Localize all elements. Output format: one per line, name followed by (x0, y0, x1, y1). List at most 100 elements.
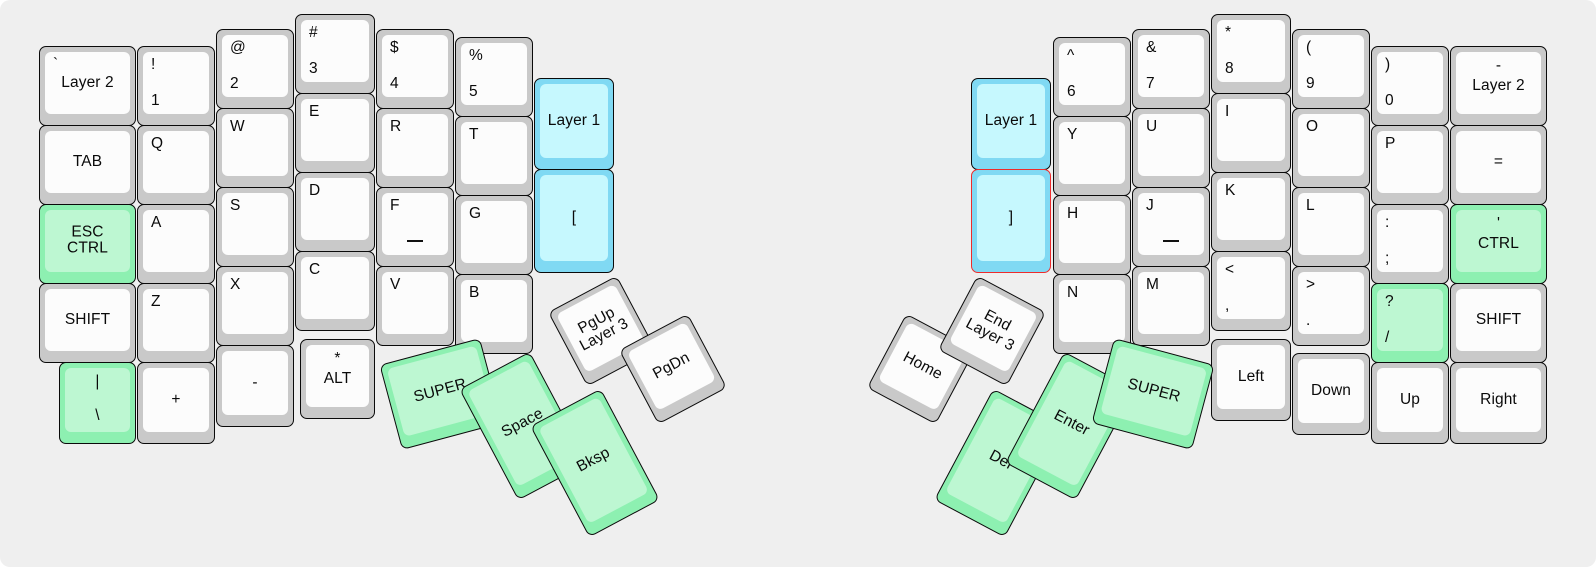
keycap-surface: Down (1298, 359, 1364, 423)
key-legend-top: C (309, 261, 321, 278)
key-r-equal[interactable]: = (1450, 125, 1547, 205)
key-r-right[interactable]: Right (1450, 362, 1547, 444)
keycap-surface: R (382, 114, 448, 176)
key-legend-center: Layer 2 (61, 73, 114, 91)
key-r-j[interactable]: J (1132, 187, 1210, 267)
key-legend-top: Q (151, 135, 164, 152)
key-legend-top: U (1146, 118, 1158, 135)
key-r-quote-ctrl[interactable]: 'CTRL (1450, 204, 1547, 284)
keycap-surface: W (222, 114, 288, 176)
keycap-surface: !1 (143, 52, 209, 114)
key-legend-bottom: 3 (309, 59, 318, 77)
key-r-y[interactable]: Y (1053, 116, 1131, 196)
key-r-rbracket[interactable]: ] (971, 169, 1051, 273)
key-legend-center: ] (1008, 208, 1014, 226)
key-legend-top: X (230, 276, 241, 293)
key-legend-center: [ (571, 208, 577, 226)
key-l-2[interactable]: @2 (216, 29, 294, 109)
key-legend-center: Down (1310, 381, 1352, 399)
key-l-e[interactable]: E (295, 93, 375, 173)
key-legend-bottom: 2 (230, 74, 239, 92)
keycap-surface: %5 (461, 43, 527, 105)
key-l-f[interactable]: F (376, 187, 454, 267)
key-r-o[interactable]: O (1292, 108, 1370, 188)
key-l-g[interactable]: G (455, 195, 533, 275)
key-r-0[interactable]: )0 (1371, 46, 1449, 126)
key-l-lbracket[interactable]: [ (534, 169, 614, 273)
keycap-surface: - (222, 351, 288, 415)
key-legend-top: T (469, 126, 479, 143)
key-r-6[interactable]: ^6 (1053, 37, 1131, 117)
key-legend-top: M (1146, 276, 1160, 293)
key-l-w[interactable]: W (216, 108, 294, 188)
keycap-surface: `Layer 2 (45, 52, 130, 114)
key-legend-bottom: 8 (1225, 59, 1234, 77)
keycap-surface: 'CTRL (1456, 210, 1541, 272)
key-legend-bottom: 0 (1385, 91, 1394, 109)
key-l-layer1[interactable]: Layer 1 (534, 78, 614, 170)
keycap-surface: D (301, 178, 369, 240)
key-l-minus[interactable]: - (216, 345, 294, 427)
key-r-k[interactable]: K (1211, 172, 1291, 252)
key-l-5[interactable]: %5 (455, 37, 533, 117)
key-r-minus-layer2[interactable]: -Layer 2 (1450, 46, 1547, 126)
key-l-3[interactable]: #3 (295, 14, 375, 94)
key-l-q[interactable]: Q (137, 125, 215, 205)
key-legend-top-center: * (334, 350, 341, 367)
keycap-surface: #3 (301, 20, 369, 82)
key-r-8[interactable]: *8 (1211, 14, 1291, 94)
key-legend-top: H (1067, 205, 1079, 222)
key-l-plus[interactable]: + (137, 362, 215, 444)
key-l-v[interactable]: V (376, 266, 454, 346)
key-r-u[interactable]: U (1132, 108, 1210, 188)
keycap-surface: ?/ (1377, 289, 1443, 351)
keycap-surface: M (1138, 272, 1204, 334)
keycap-surface: <, (1217, 257, 1285, 319)
key-r-slash[interactable]: ?/ (1371, 283, 1449, 363)
keycap-surface: O (1298, 114, 1364, 176)
key-l-z[interactable]: Z (137, 283, 215, 363)
key-legend-top: ` (53, 56, 59, 73)
keycap-surface: J (1138, 193, 1204, 255)
key-legend-top: | (95, 373, 100, 390)
key-r-shift[interactable]: SHIFT (1450, 283, 1547, 363)
key-legend-top: * (1225, 24, 1232, 41)
key-r-period[interactable]: >. (1292, 266, 1370, 346)
key-legend-top: ( (1306, 39, 1312, 56)
key-r-p[interactable]: P (1371, 125, 1449, 205)
key-l-alt[interactable]: *ALT (300, 339, 375, 419)
key-r-h[interactable]: H (1053, 195, 1131, 275)
key-l-grave-layer2[interactable]: `Layer 2 (39, 46, 136, 126)
key-l-shift[interactable]: SHIFT (39, 283, 136, 363)
key-l-r[interactable]: R (376, 108, 454, 188)
key-l-tab[interactable]: TAB (39, 125, 136, 205)
key-r-left[interactable]: Left (1211, 339, 1291, 421)
key-r-l[interactable]: L (1292, 187, 1370, 267)
key-l-s[interactable]: S (216, 187, 294, 267)
key-r-9[interactable]: (9 (1292, 29, 1370, 109)
key-r-down[interactable]: Down (1292, 353, 1370, 435)
key-r-m[interactable]: M (1132, 266, 1210, 346)
key-legend-top: ^ (1067, 47, 1075, 64)
key-l-c[interactable]: C (295, 251, 375, 331)
key-legend-bottom: 9 (1306, 74, 1315, 92)
key-legend-bottom: . (1306, 311, 1311, 329)
key-l-d[interactable]: D (295, 172, 375, 252)
key-legend-top: % (469, 47, 483, 64)
key-r-semicolon[interactable]: :; (1371, 204, 1449, 284)
keycap-surface: N (1059, 280, 1125, 342)
key-r-up[interactable]: Up (1371, 362, 1449, 444)
key-l-t[interactable]: T (455, 116, 533, 196)
key-l-x[interactable]: X (216, 266, 294, 346)
key-l-1[interactable]: !1 (137, 46, 215, 126)
key-legend-bottom: 4 (390, 74, 399, 92)
key-l-pipe-bslash[interactable]: |\ (59, 362, 136, 444)
key-r-7[interactable]: &7 (1132, 29, 1210, 109)
key-r-comma[interactable]: <, (1211, 251, 1291, 331)
key-r-i[interactable]: I (1211, 93, 1291, 173)
key-r-layer1[interactable]: Layer 1 (971, 78, 1051, 170)
key-legend-top: R (390, 118, 402, 135)
key-l-4[interactable]: $4 (376, 29, 454, 109)
key-l-a[interactable]: A (137, 204, 215, 284)
